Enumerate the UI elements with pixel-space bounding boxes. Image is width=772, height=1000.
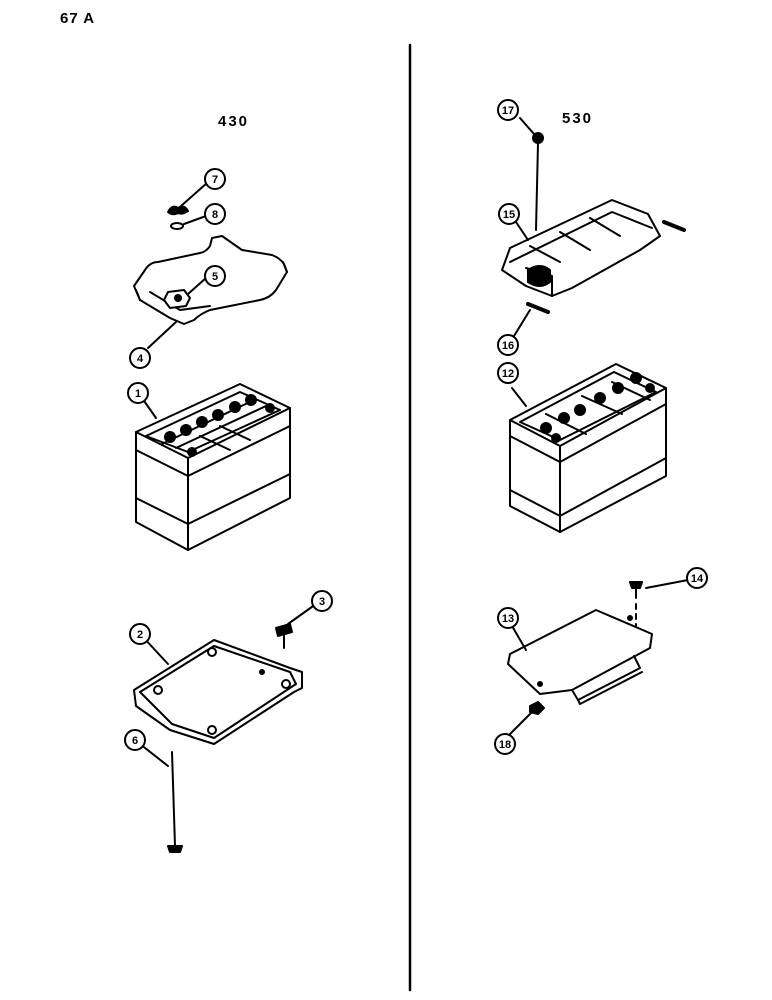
model-label-right: 530: [562, 110, 594, 127]
callout-7-label: 7: [212, 174, 218, 186]
callouts: 7 8 5 4 1 3 2 6: [124, 99, 708, 755]
callout-6: 6: [124, 729, 146, 751]
callout-3: 3: [311, 590, 333, 612]
callout-5: 5: [204, 265, 226, 287]
battery-530: [509, 363, 667, 533]
callout-12-label: 12: [502, 368, 514, 380]
callout-2-label: 2: [137, 629, 143, 641]
callout-14-label: 14: [691, 573, 704, 585]
callout-6-label: 6: [132, 735, 138, 747]
battery-tray-530: [507, 609, 653, 705]
callout-13-label: 13: [502, 613, 514, 625]
rubber-pads: [526, 220, 686, 314]
washer: [170, 222, 184, 230]
callout-8-label: 8: [212, 209, 218, 221]
callout-4-label: 4: [137, 353, 144, 365]
hold-down-rod: [167, 751, 183, 853]
model-label-left: 430: [218, 113, 250, 130]
battery-tray-430: [133, 639, 303, 745]
callout-17-label: 17: [502, 105, 514, 117]
bolt-3: [275, 623, 293, 649]
hold-down-rod-530: [532, 132, 544, 231]
callout-18-label: 18: [499, 739, 511, 751]
callout-5-label: 5: [212, 271, 218, 283]
wing-nut: [167, 205, 189, 216]
hold-down-bracket-530: [501, 199, 661, 297]
callout-17: 17: [497, 99, 519, 121]
callout-14: 14: [686, 567, 708, 589]
callout-1: 1: [127, 382, 149, 404]
callout-7: 7: [204, 168, 226, 190]
callout-1-label: 1: [135, 388, 141, 400]
callout-16: 16: [497, 334, 519, 356]
callout-2: 2: [129, 623, 151, 645]
page-number: 67 A: [60, 10, 96, 27]
callout-8: 8: [204, 203, 226, 225]
callout-4: 4: [129, 347, 151, 369]
callout-16-label: 16: [502, 340, 514, 352]
hold-down-frame: [133, 235, 288, 325]
frame-clamp: [163, 289, 191, 309]
callout-13: 13: [497, 607, 519, 629]
nut-18: [529, 701, 545, 715]
callout-15: 15: [498, 203, 520, 225]
callout-15-label: 15: [503, 209, 515, 221]
battery-430: [135, 383, 291, 551]
callout-3-label: 3: [319, 596, 325, 608]
callout-18: 18: [494, 733, 516, 755]
callout-12: 12: [497, 362, 519, 384]
